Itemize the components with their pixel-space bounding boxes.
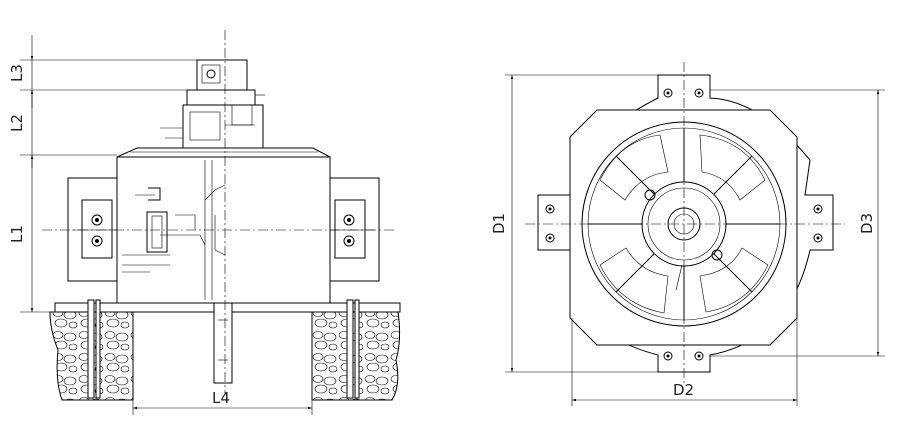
dimension-d2 xyxy=(571,318,798,406)
motor-internals xyxy=(122,160,226,300)
dimension-label-l1: L1 xyxy=(8,225,26,243)
anchor-bolts xyxy=(87,299,360,399)
side-bracket-left xyxy=(67,177,118,282)
dimension-label-l2: L2 xyxy=(8,114,26,132)
dimension-d3 xyxy=(710,89,885,357)
vertical-dimensions xyxy=(20,35,197,313)
square-housing xyxy=(569,109,798,346)
plan-view: D1 D2 D3 xyxy=(490,62,885,406)
dimension-label-l3: L3 xyxy=(8,64,26,82)
dimension-label-d2: D2 xyxy=(673,381,694,399)
motor-top-cap xyxy=(116,147,331,158)
dimension-label-d3: D3 xyxy=(858,213,876,234)
dimension-l4 xyxy=(132,312,313,415)
lug-bolt-holes xyxy=(545,88,823,361)
dimension-d1 xyxy=(505,74,658,373)
side-view: L3 L2 L1 L4 xyxy=(8,30,401,415)
motor-shaft xyxy=(213,302,233,384)
dimension-label-d1: D1 xyxy=(490,213,508,234)
dimension-label-l4: L4 xyxy=(212,389,230,407)
top-assembly xyxy=(160,59,265,149)
side-bracket-right xyxy=(329,177,380,282)
